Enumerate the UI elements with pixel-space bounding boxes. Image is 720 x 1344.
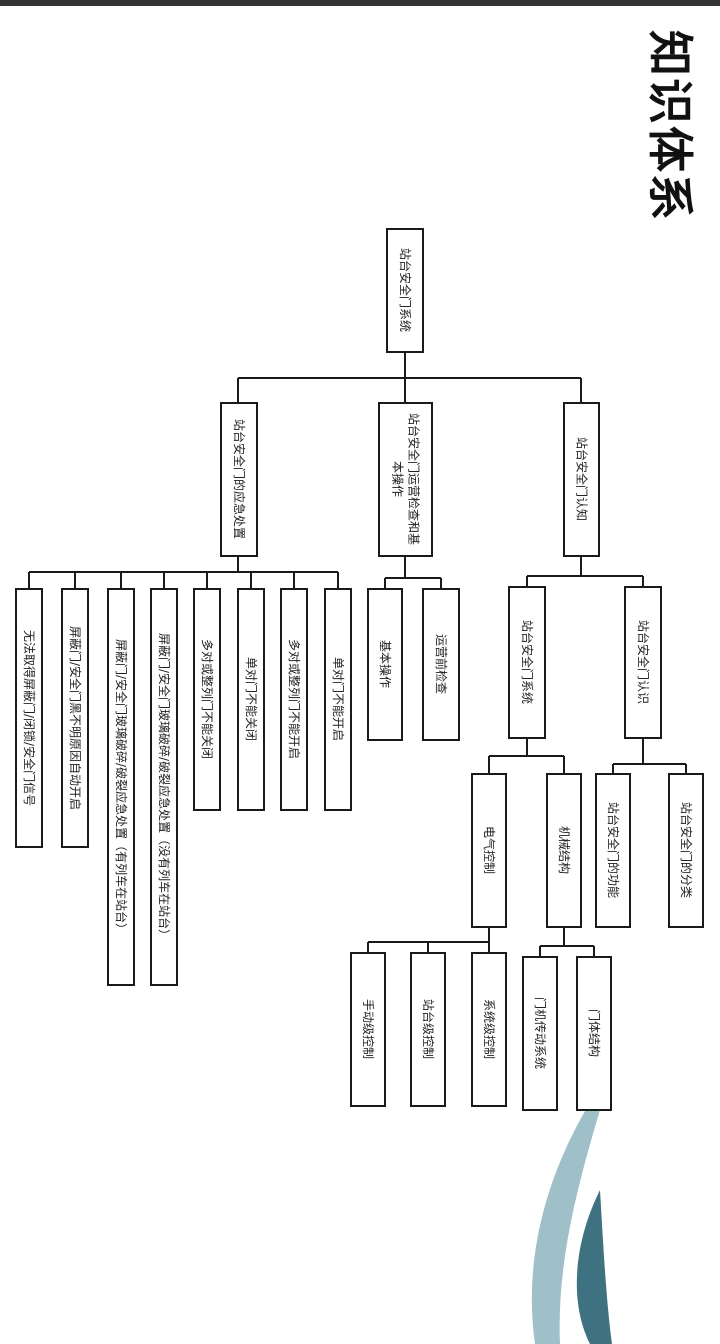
node-system: 站台安全门系统 <box>508 586 546 739</box>
node-basic-operation: 基本操作 <box>367 588 403 741</box>
node-emergency-1: 单对门不能开启 <box>324 588 352 811</box>
node-door-structure: 门体结构 <box>576 956 612 1111</box>
node-system-level: 系统级控制 <box>471 952 507 1107</box>
node-operations: 站台安全门运营检查和基本操作 <box>378 402 433 557</box>
node-recognition: 站台安全门认识 <box>624 586 662 739</box>
node-emergency-3: 单对门不能关闭 <box>237 588 265 811</box>
node-daily-check: 运营前检查 <box>422 588 460 741</box>
node-drive-system: 门机传动系统 <box>522 956 558 1111</box>
node-emergency-8: 无法取得屏蔽门/闭锁/安全门信号 <box>15 588 43 848</box>
node-classification: 站台安全门的分类 <box>668 773 704 928</box>
node-emergency-2: 多对或整列门不能开启 <box>280 588 308 811</box>
node-station-level: 站台级控制 <box>410 952 446 1107</box>
node-function: 站台安全门的功能 <box>595 773 631 928</box>
node-emergency-7: 屏蔽门/安全门黑不明原因自动开启 <box>61 588 89 848</box>
node-cognition: 站台安全门认知 <box>563 402 600 557</box>
node-emergency: 站台安全门的应急处置 <box>220 402 258 557</box>
node-root: 站台安全门系统 <box>386 228 424 353</box>
node-emergency-4: 多对或整列门不能关闭 <box>193 588 221 811</box>
node-emergency-5: 屏蔽门/安全门玻璃破碎/破裂应急处置（没有列车在站台） <box>150 588 178 986</box>
node-emergency-6: 屏蔽门/安全门玻璃破碎/破裂应急处置（有列车在站台） <box>107 588 135 986</box>
node-manual-level: 手动级控制 <box>350 952 386 1107</box>
node-electrical: 电气控制 <box>471 773 507 928</box>
node-mechanical: 机械结构 <box>546 773 582 928</box>
